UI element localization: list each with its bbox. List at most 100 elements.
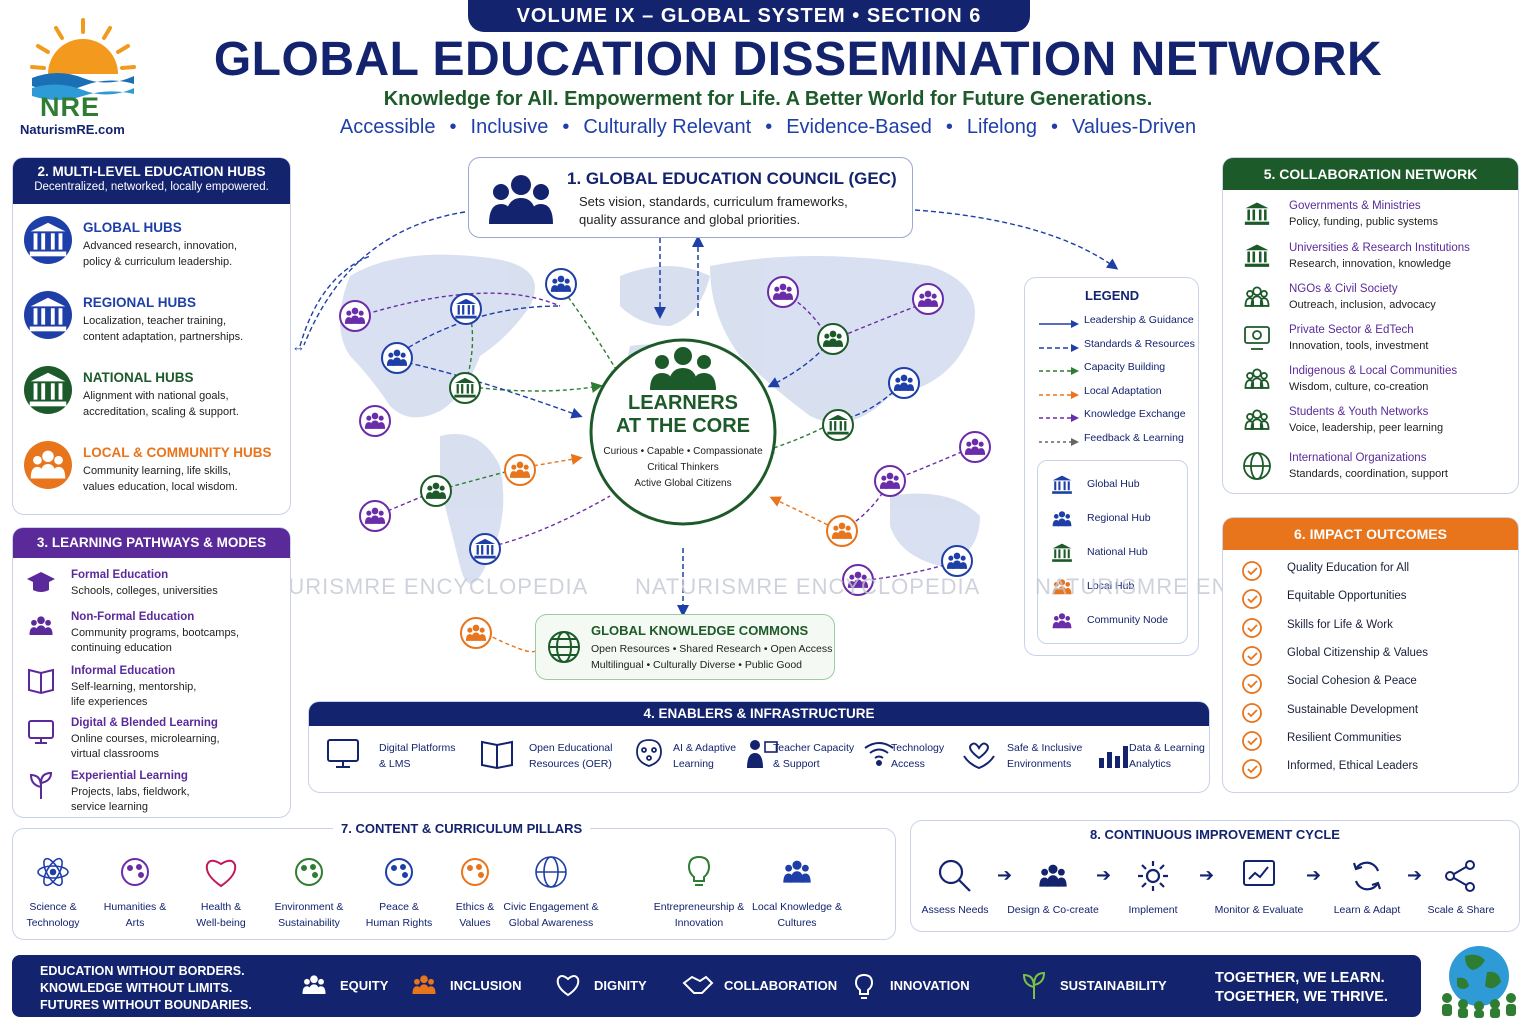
cycle-step-label: Assess Needs	[921, 904, 989, 916]
pillar-label-1: Environment &	[274, 901, 344, 913]
hub-name: LOCAL & COMMUNITY HUBS	[83, 445, 272, 460]
legend-node-box	[1037, 460, 1188, 644]
legend-line-icon	[1037, 410, 1081, 422]
legend-line-label: Capacity Building	[1084, 361, 1166, 373]
pathway-desc: Projects, labs, fieldwork,	[71, 786, 190, 798]
core-line-3: Active Global Citizens	[634, 478, 732, 489]
pillars-panel: 7. CONTENT & CURRICULUM PILLARS Science …	[12, 821, 896, 940]
value-item: Values-Driven	[1071, 116, 1197, 138]
gear-icon	[1134, 857, 1172, 895]
value-separator: •	[562, 116, 570, 138]
sustainability-leaf-icon	[1018, 969, 1050, 1001]
pillar-label-2: Arts	[125, 917, 145, 929]
collab-title: 5. COLLABORATION NETWORK	[1223, 158, 1518, 190]
lightbulb-icon	[680, 853, 718, 891]
value-item: Culturally Relevant	[583, 116, 752, 138]
collab-desc: Standards, coordination, support	[1289, 468, 1448, 480]
cycle-step-label: Learn & Adapt	[1333, 904, 1401, 916]
footer-left-3: FUTURES WITHOUT BOUNDARIES.	[40, 998, 252, 1012]
pathway-desc: Schools, colleges, universities	[71, 585, 218, 597]
legend-node-label: Regional Hub	[1087, 512, 1151, 524]
council-box: 1. GLOBAL EDUCATION COUNCIL (GEC) Sets v…	[468, 157, 913, 238]
enabler-label-2: & LMS	[379, 758, 411, 770]
hub-people-node	[381, 342, 413, 374]
globe-icon	[548, 631, 580, 663]
enabler-label-1: AI & Adaptive	[673, 742, 737, 754]
pathway-name: Experiential Learning	[71, 770, 188, 782]
pathway-name: Informal Education	[71, 665, 176, 677]
impact-item: Skills for Life & Work	[1287, 618, 1393, 631]
impact-icon	[1239, 615, 1265, 641]
legend-line-icon	[1037, 340, 1081, 352]
monitor-chart-icon	[1240, 857, 1278, 895]
cycle-arrow-icon: ➔	[1407, 865, 1423, 885]
impact-icon	[1239, 586, 1265, 612]
legend-bank-icon	[1049, 540, 1075, 566]
hubs-subtitle: Decentralized, networked, locally empowe…	[34, 181, 269, 193]
impact-item: Quality Education for All	[1287, 562, 1410, 574]
pathway-desc: Online courses, microlearning,	[71, 733, 220, 745]
collab-panel: 5. COLLABORATION NETWORK Governments & M…	[1222, 157, 1519, 494]
value-item: Accessible	[339, 116, 436, 138]
legend-line-icon	[1037, 316, 1081, 328]
pillar-label-2: Human Rights	[365, 917, 433, 929]
impact-icon	[1239, 643, 1265, 669]
hub-people-node	[339, 300, 371, 332]
hub-bank-node	[469, 533, 501, 565]
hubs-arrow-icon: ↔	[292, 339, 305, 354]
legend-people-icon	[1049, 574, 1075, 600]
enabler-label-1: Safe & Inclusive	[1007, 742, 1083, 754]
ngo-people-icon	[1241, 281, 1273, 313]
commons-title: GLOBAL KNOWLEDGE COMMONS	[591, 623, 809, 638]
hub-bank-node	[822, 409, 854, 441]
impact-panel: 6. IMPACT OUTCOMES Quality Education for…	[1222, 517, 1519, 793]
hub-icon-circle	[24, 366, 72, 414]
learners-group-icon	[650, 347, 716, 390]
collab-name: Governments & Ministries	[1289, 200, 1421, 212]
page-title: GLOBAL EDUCATION DISSEMINATION NETWORK	[213, 33, 1383, 86]
pathway-desc: Self-learning, mentorship,	[71, 681, 197, 693]
collab-desc: Innovation, tools, investment	[1289, 340, 1429, 352]
teacher-icon	[743, 736, 779, 772]
pillar-label-1: Entrepreneurship &	[653, 901, 745, 913]
core-line-1: Curious • Capable • Compassionate	[603, 446, 763, 457]
people-group-icon	[778, 853, 816, 891]
value-row: Accessible•Inclusive•Culturally Relevant…	[160, 116, 1376, 139]
pillar-label-2: Cultures	[777, 917, 817, 929]
hub-people-node	[817, 323, 849, 355]
hub-bank-node	[450, 293, 482, 325]
collab-name: Indigenous & Local Communities	[1289, 365, 1458, 377]
equity-people-icon	[298, 969, 330, 1001]
pillar-label-1: Health &	[200, 901, 242, 913]
sprout-icon	[25, 769, 57, 801]
legend-line-icon	[1037, 387, 1081, 399]
legend-people-icon	[1049, 608, 1075, 634]
hub-desc-2: values education, local wisdom.	[83, 481, 238, 493]
collab-name: Private Sector & EdTech	[1289, 324, 1414, 336]
leaf-hand-icon	[290, 853, 328, 891]
impact-item: Social Cohesion & Peace	[1287, 675, 1417, 688]
pathway-desc: life experiences	[71, 696, 148, 708]
book-icon	[479, 736, 515, 772]
council-group-icon	[489, 175, 553, 224]
hubs-panel: 2. MULTI-LEVEL EDUCATION HUBS Decentrali…	[12, 157, 291, 515]
pillar-label-1: Humanities &	[103, 901, 167, 913]
hub-desc-2: content adaptation, partnerships.	[83, 331, 244, 343]
value-item: Lifelong	[966, 116, 1037, 138]
legend-title: LEGEND	[1085, 288, 1140, 303]
impact-icon	[1239, 558, 1265, 584]
impact-item: Resilient Communities	[1287, 731, 1402, 744]
pillar-label-1: Local Knowledge &	[752, 901, 842, 913]
hub-icon-circle	[24, 441, 72, 489]
heart-hands-icon	[961, 736, 997, 772]
enabler-label-1: Teacher Capacity	[773, 742, 855, 754]
value-separator: •	[945, 116, 953, 138]
hub-people-node	[359, 405, 391, 437]
value-separator: •	[765, 116, 773, 138]
commons-box: GLOBAL KNOWLEDGE COMMONS Open Resources …	[535, 614, 835, 680]
enabler-label-2: Learning	[673, 758, 714, 770]
hub-people-node	[545, 268, 577, 300]
laptop-icon	[25, 716, 57, 748]
cycle-step-label: Scale & Share	[1427, 904, 1495, 916]
